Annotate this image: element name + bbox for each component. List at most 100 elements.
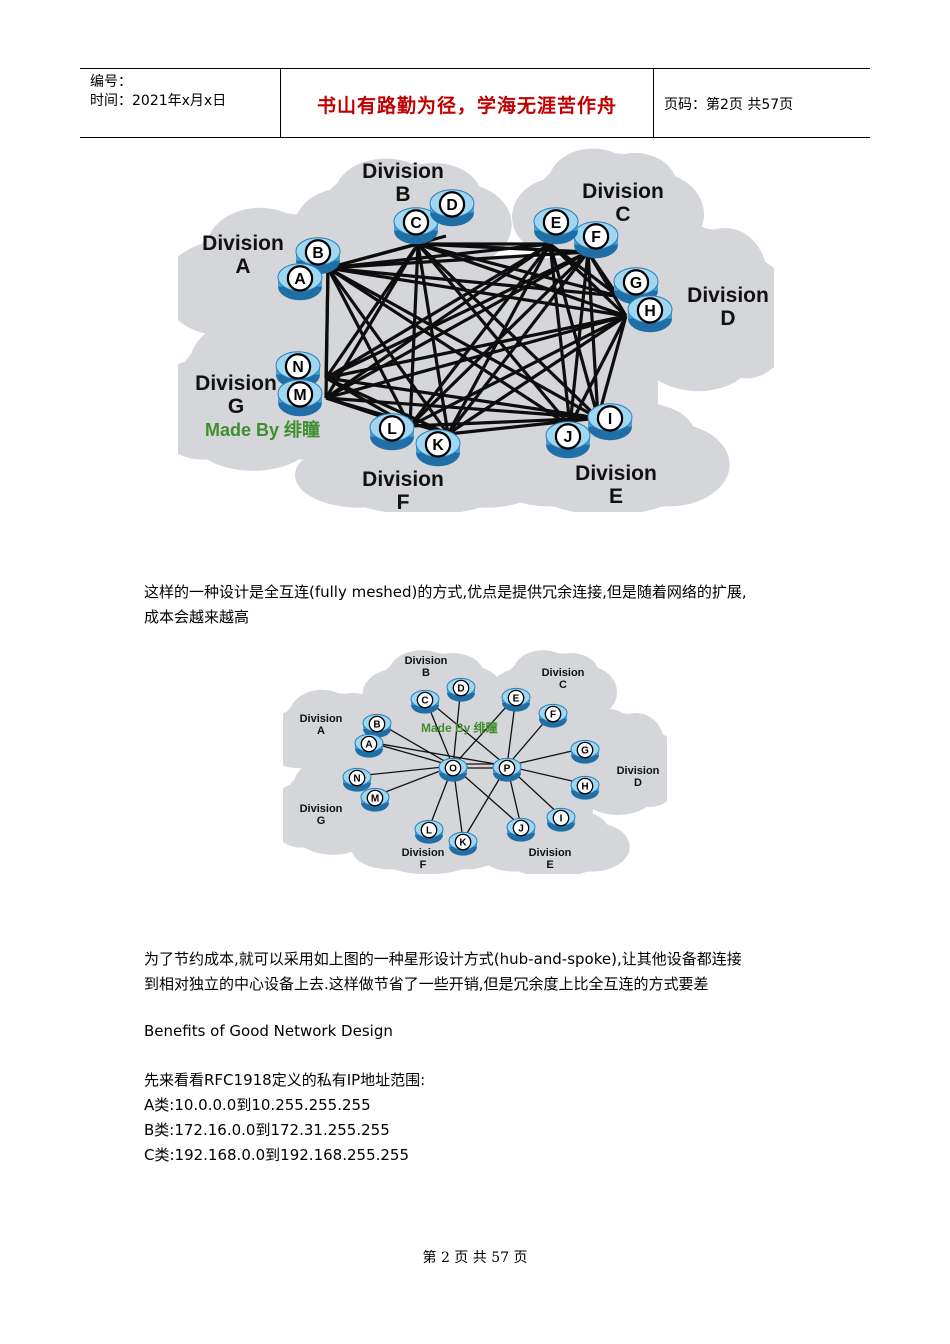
svg-text:A: A: [235, 255, 250, 278]
router-h-icon: H: [627, 295, 673, 333]
router-g-icon: G: [570, 739, 600, 764]
svg-text:F: F: [420, 859, 427, 871]
section-heading: Benefits of Good Network Design: [144, 1022, 393, 1040]
router-d-icon: D: [446, 677, 476, 702]
page-info: 页码：第2页 共57页: [664, 97, 794, 113]
router-label: I: [608, 411, 612, 428]
svg-text:Division: Division: [529, 847, 572, 859]
caption-full-mesh: 这样的一种设计是全互连(fully meshed)的方式,优点是提供冗余连接,但…: [144, 580, 824, 630]
router-label: J: [564, 429, 573, 446]
router-label: B: [373, 720, 380, 731]
router-label: G: [581, 746, 589, 757]
svg-text:A: A: [317, 725, 325, 737]
rfc-intro: 先来看看RFC1918定义的私有IP地址范围:: [144, 1071, 426, 1089]
router-label: E: [513, 694, 520, 705]
watermark: Made By 绯瞳: [205, 419, 320, 440]
page-footer: 第 2 页 共 57 页: [422, 1250, 528, 1266]
router-label: J: [518, 824, 524, 835]
router-label: G: [630, 275, 642, 292]
router-i-icon: I: [546, 807, 576, 832]
router-label: H: [581, 782, 588, 793]
mesh-links: [324, 234, 628, 436]
router-label: M: [371, 794, 379, 805]
router-label: F: [550, 710, 556, 721]
caption-hub-spoke: 为了节约成本,就可以采用如上图的一种星形设计方式(hub-and-spoke),…: [144, 947, 824, 997]
router-a-icon: A: [354, 733, 384, 758]
rfc-class-a: A类:10.0.0.0到10.255.255.255: [144, 1096, 371, 1114]
router-f-icon: F: [538, 703, 568, 728]
svg-text:G: G: [317, 815, 326, 827]
svg-text:Division: Division: [402, 847, 445, 859]
router-label: A: [294, 271, 305, 288]
rfc-class-c: C类:192.168.0.0到192.168.255.255: [144, 1146, 410, 1164]
rfc1918-ranges: 先来看看RFC1918定义的私有IP地址范围: A类:10.0.0.0到10.2…: [144, 1068, 824, 1168]
router-f-icon: F: [573, 221, 619, 259]
rfc-class-b: B类:172.16.0.0到172.31.255.255: [144, 1121, 390, 1139]
router-label: C: [421, 696, 428, 707]
router-m-icon: M: [360, 787, 390, 812]
router-label: L: [426, 826, 432, 837]
watermark: Made By 绯瞳: [421, 720, 498, 735]
router-label: K: [432, 437, 444, 454]
router-e-icon: E: [533, 207, 579, 245]
router-label: C: [410, 215, 421, 232]
caption-full-mesh-line2: 成本会越来越高: [144, 608, 250, 626]
svg-text:Division: Division: [202, 232, 284, 255]
router-label: F: [591, 229, 601, 246]
router-k-icon: K: [448, 831, 478, 856]
svg-text:Division: Division: [300, 803, 343, 815]
router-label: P: [504, 764, 511, 775]
router-k-icon: K: [415, 429, 461, 467]
router-o-icon: O: [438, 757, 468, 782]
router-n-icon: N: [342, 767, 372, 792]
header-page-cell: 页码：第2页 共57页: [654, 69, 870, 137]
document-header: 编号： 时间：2021年x月x日 书山有路勤为径，学海无涯苦作舟 页码：第2页 …: [80, 68, 870, 138]
router-label: E: [551, 215, 561, 232]
svg-text:Division: Division: [617, 765, 660, 777]
svg-text:G: G: [228, 395, 244, 418]
router-label: K: [459, 838, 467, 849]
svg-text:C: C: [615, 203, 630, 226]
svg-text:B: B: [422, 667, 430, 679]
router-label: M: [293, 387, 306, 404]
svg-text:Division: Division: [362, 468, 444, 491]
svg-text:Division: Division: [405, 655, 448, 667]
router-label: H: [644, 303, 655, 320]
svg-text:Division: Division: [195, 372, 277, 395]
svg-text:E: E: [609, 485, 623, 508]
svg-text:Division: Division: [300, 713, 343, 725]
router-label: I: [560, 814, 563, 825]
router-j-icon: J: [545, 421, 591, 459]
router-label: D: [446, 197, 457, 214]
router-label: A: [365, 740, 372, 751]
router-label: B: [312, 245, 323, 262]
header-meta-cell: 编号： 时间：2021年x月x日: [80, 69, 281, 137]
caption-hub-spoke-line1: 为了节约成本,就可以采用如上图的一种星形设计方式(hub-and-spoke),…: [144, 950, 742, 968]
caption-full-mesh-line1: 这样的一种设计是全互连(fully meshed)的方式,优点是提供冗余连接,但…: [144, 583, 747, 601]
date-line: 时间：2021年x月x日: [90, 93, 227, 109]
svg-text:Division: Division: [687, 284, 769, 307]
router-c-icon: C: [393, 207, 439, 245]
serial-label: 编号：: [90, 74, 132, 90]
svg-text:C: C: [559, 679, 567, 691]
router-m-icon: M: [277, 379, 323, 417]
router-label: O: [449, 764, 457, 775]
router-a-icon: A: [277, 263, 323, 301]
svg-text:Division: Division: [575, 462, 657, 485]
router-label: N: [292, 359, 303, 376]
router-e-icon: E: [501, 687, 531, 712]
router-d-icon: D: [429, 189, 475, 227]
caption-hub-spoke-line2: 到相对独立的中心设备上去.这样做节省了一些开销,但是冗余度上比全互连的方式要差: [144, 975, 709, 993]
